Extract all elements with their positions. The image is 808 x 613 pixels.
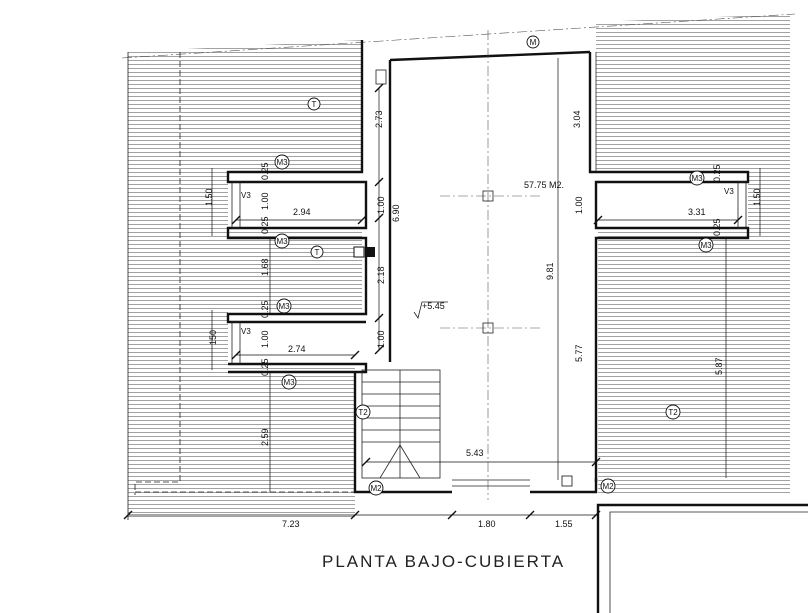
svg-text:M3: M3 — [276, 158, 288, 167]
tag-t2-1: T2 — [355, 404, 371, 420]
tag-t-1: T — [307, 97, 321, 111]
dim-9-81: 9.81 — [545, 262, 555, 280]
chimney-box-filled — [365, 247, 375, 257]
chimney-top — [375, 69, 387, 85]
svg-text:M3: M3 — [691, 174, 703, 183]
dim-2-59: 2.59 — [260, 428, 270, 446]
central-room-walls — [226, 40, 750, 494]
svg-text:M3: M3 — [278, 302, 290, 311]
chimney-box — [353, 246, 365, 258]
svg-text:M3: M3 — [700, 241, 712, 250]
tag-m2-1: M2 — [368, 480, 384, 496]
dim-1-80: 1.80 — [478, 519, 496, 529]
window-label-v3-2: V3 — [241, 327, 251, 336]
dimension-lines — [128, 52, 761, 516]
level-marker-icon — [413, 301, 448, 319]
roof-edge-line — [121, 13, 796, 59]
window-v3-r — [737, 181, 747, 229]
right-roof-hatch — [596, 14, 790, 495]
tag-m2-2: M2 — [600, 478, 616, 494]
drawing-title: PLANTA BAJO-CUBIERTA — [322, 552, 565, 571]
window-v3-2 — [231, 321, 241, 365]
dim-1-00-center-a: 1.00 — [376, 196, 386, 214]
dim-1-55: 1.55 — [555, 519, 573, 529]
tag-t2-2: T2 — [665, 404, 681, 420]
dim-0-25-right-a: 0.25 — [712, 164, 722, 182]
dim-5-87: 5.87 — [714, 357, 724, 375]
dim-1-68: 1.68 — [260, 258, 270, 276]
tag-m3-2: M3 — [274, 233, 290, 249]
dim-2-74: 2.74 — [288, 344, 306, 354]
svg-text:T2: T2 — [358, 408, 368, 417]
dim-0-25-d: 0.25 — [260, 358, 270, 376]
dim-1-00-left-b: 1.00 — [260, 330, 270, 348]
staircase — [361, 369, 441, 479]
level-label: +5.45 — [422, 301, 445, 311]
svg-text:T: T — [315, 248, 320, 257]
svg-text:M3: M3 — [276, 237, 288, 246]
dim-0-25-a: 0.25 — [260, 162, 270, 180]
dim-3-31: 3.31 — [688, 207, 706, 217]
dim-0-25-right-b: 0.25 — [712, 218, 722, 236]
area-label: 57.75 M2. — [524, 180, 564, 190]
svg-text:M2: M2 — [370, 484, 382, 493]
window-label-v3-1: V3 — [241, 191, 251, 200]
dim-2-73: 2.73 — [374, 110, 384, 128]
dim-3-04: 3.04 — [572, 110, 582, 128]
svg-text:M: M — [530, 38, 537, 47]
dim-0-25-c: 0.25 — [260, 300, 270, 318]
skylight-2 — [482, 322, 494, 334]
dim-7-23: 7.23 — [282, 519, 300, 529]
dim-5-43: 5.43 — [466, 448, 484, 458]
dim-0-25-b: 0.25 — [260, 216, 270, 234]
skylight-1 — [482, 190, 494, 202]
left-roof-hatch — [128, 40, 362, 520]
dashed-eave-left — [134, 52, 181, 495]
svg-text:M2: M2 — [602, 482, 614, 491]
svg-text:M3: M3 — [283, 378, 295, 387]
tag-t-2: T — [310, 245, 324, 259]
tag-m3-right-1: M3 — [689, 170, 705, 186]
window-v3-1 — [231, 181, 241, 229]
tag-m3-right-2: M3 — [698, 237, 714, 253]
downpipe-symbol — [561, 475, 573, 487]
dim-150-left2: 150 — [208, 330, 218, 345]
tag-m3-1: M3 — [274, 154, 290, 170]
tag-m3-3: M3 — [276, 298, 292, 314]
adjacent-building-outline — [596, 503, 808, 613]
dim-5-77: 5.77 — [574, 344, 584, 362]
svg-text:T: T — [312, 100, 317, 109]
dim-2-94: 2.94 — [293, 207, 311, 217]
adjacent-building-inner — [609, 511, 808, 613]
dim-1-00-right: 1.00 — [574, 196, 584, 214]
svg-text:T2: T2 — [668, 408, 678, 417]
tag-m3-4: M3 — [281, 374, 297, 390]
window-label-v3-right: V3 — [724, 187, 734, 196]
dim-2-18: 2.18 — [376, 266, 386, 284]
tag-m: M — [526, 35, 540, 49]
dim-1-50-right: 1.50 — [752, 188, 762, 206]
dim-6-90: 6.90 — [391, 204, 401, 222]
dim-1-00-left-a: 1.00 — [260, 192, 270, 210]
dim-1-00-center-b: 1.00 — [376, 330, 386, 348]
dim-1-50-left: 1.50 — [204, 188, 214, 206]
